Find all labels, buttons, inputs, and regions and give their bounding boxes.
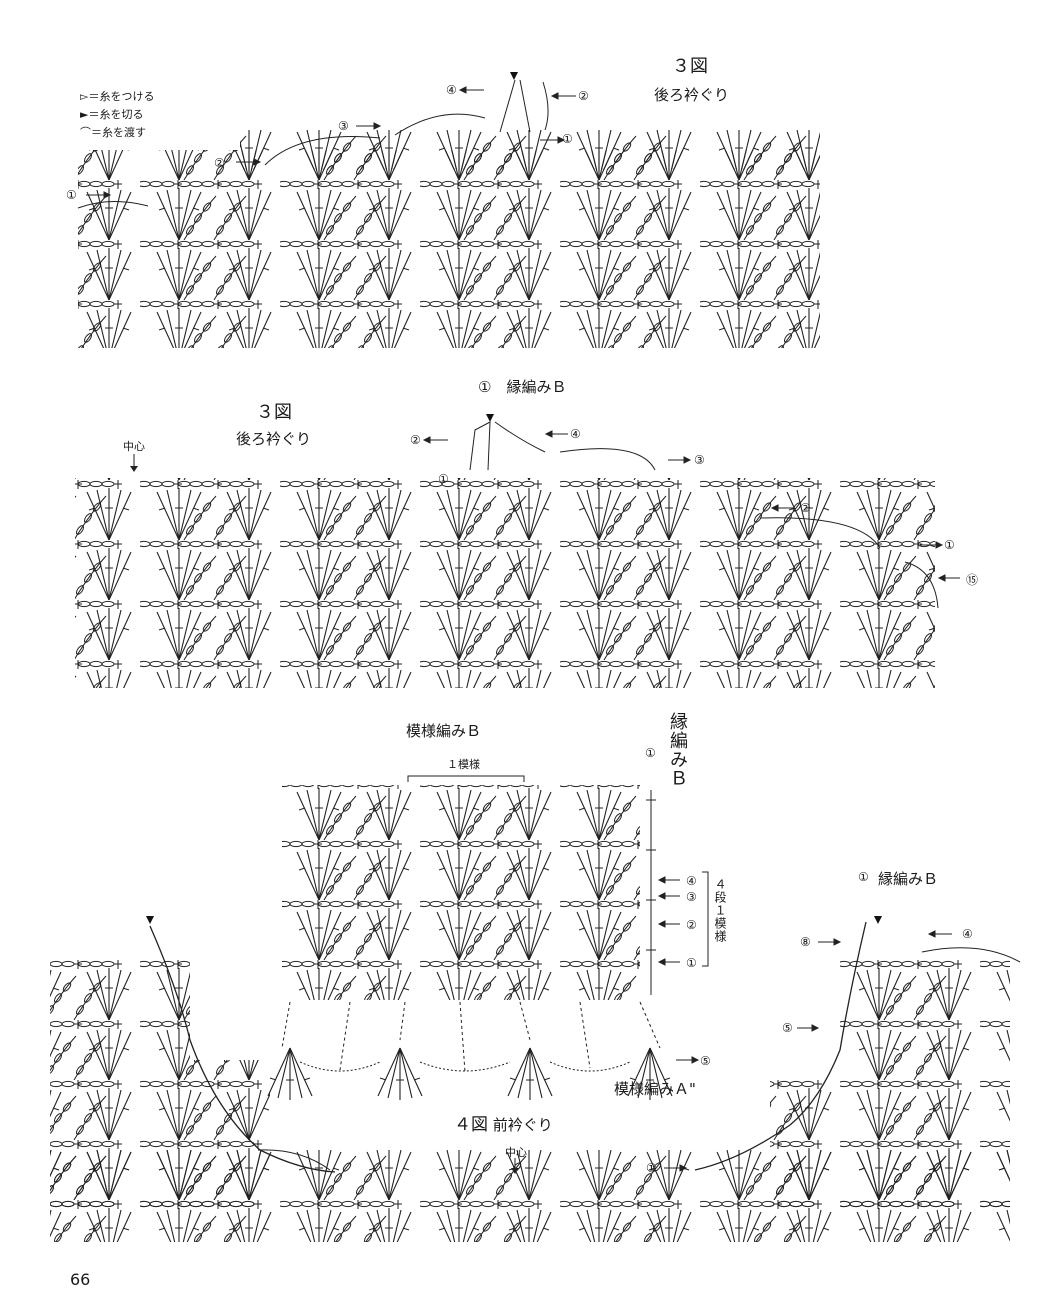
row-marker: ③ bbox=[338, 119, 349, 133]
page-number: 66 bbox=[70, 1270, 91, 1289]
one-repeat-label: １模様 bbox=[447, 758, 480, 771]
row-marker: ⑧ bbox=[800, 935, 811, 949]
row-marker: ① bbox=[562, 132, 573, 146]
pattern-b-title: 模様編みＢ bbox=[406, 722, 482, 740]
row-marker: ④ bbox=[570, 427, 581, 441]
fig3-top-chart bbox=[77, 72, 820, 348]
legend: ▻＝糸をつける ►＝糸を切る ⌒＝糸を渡す bbox=[80, 88, 154, 142]
pattern-a-label: 模様編みＡ" bbox=[614, 1080, 696, 1098]
row-marker: ② bbox=[214, 156, 225, 170]
row-marker: ③ bbox=[694, 453, 705, 467]
row-marker: ③ bbox=[686, 890, 697, 904]
cut-yarn-icon: ► bbox=[80, 108, 89, 121]
legend-item-cut: ►＝糸を切る bbox=[80, 108, 144, 121]
row-repeat-vertical: ４段１模様 bbox=[713, 878, 727, 943]
row-marker: ④ bbox=[686, 874, 697, 888]
row-marker: ② bbox=[800, 501, 811, 515]
edge-label: ① 縁編みＢ bbox=[478, 378, 567, 396]
carry-yarn-icon: ⌒ bbox=[80, 126, 91, 139]
row-marker: ① bbox=[686, 956, 697, 970]
fig3-mid-number: ３図 bbox=[256, 402, 292, 423]
fig4-center-label: 中心 bbox=[505, 1146, 527, 1159]
row-marker: ② bbox=[410, 433, 421, 447]
fig3-mid-subtitle: 後ろ衿ぐり bbox=[236, 430, 312, 448]
row-marker: ② bbox=[578, 89, 589, 103]
row-marker: ① bbox=[438, 472, 449, 486]
fig4-chart bbox=[50, 916, 1021, 1242]
row-marker: ④ bbox=[962, 927, 973, 941]
pattern-b-chart bbox=[267, 775, 709, 1101]
row-marker: ① bbox=[645, 746, 656, 760]
row-marker: ④ bbox=[446, 83, 457, 97]
row-marker: ⑮ bbox=[966, 573, 979, 587]
row-arrows bbox=[86, 86, 960, 1172]
row-marker: ① bbox=[858, 870, 869, 884]
attach-yarn-icon: ▻ bbox=[80, 90, 89, 103]
legend-item-attach: ▻＝糸をつける bbox=[80, 90, 155, 103]
fig3-mid-chart bbox=[75, 414, 939, 688]
row-marker: ② bbox=[686, 918, 697, 932]
fig4-title: ４図 前衿ぐり bbox=[454, 1115, 553, 1135]
row-marker: ① bbox=[646, 1161, 657, 1175]
row-marker: ⑤ bbox=[700, 1054, 711, 1068]
edge-b-vertical: 縁編みＢ bbox=[667, 712, 688, 788]
row-marker: ① bbox=[944, 538, 955, 552]
fig3-top-subtitle: 後ろ衿ぐり bbox=[654, 86, 730, 104]
fig4-edge-label: 縁編みＢ bbox=[878, 870, 939, 888]
fig3-top-number: ３図 bbox=[672, 56, 708, 77]
row-marker: ⑤ bbox=[782, 1021, 793, 1035]
legend-item-carry: ⌒＝糸を渡す bbox=[80, 126, 146, 139]
row-marker: ① bbox=[66, 188, 77, 202]
center-label: 中心 bbox=[123, 440, 145, 453]
